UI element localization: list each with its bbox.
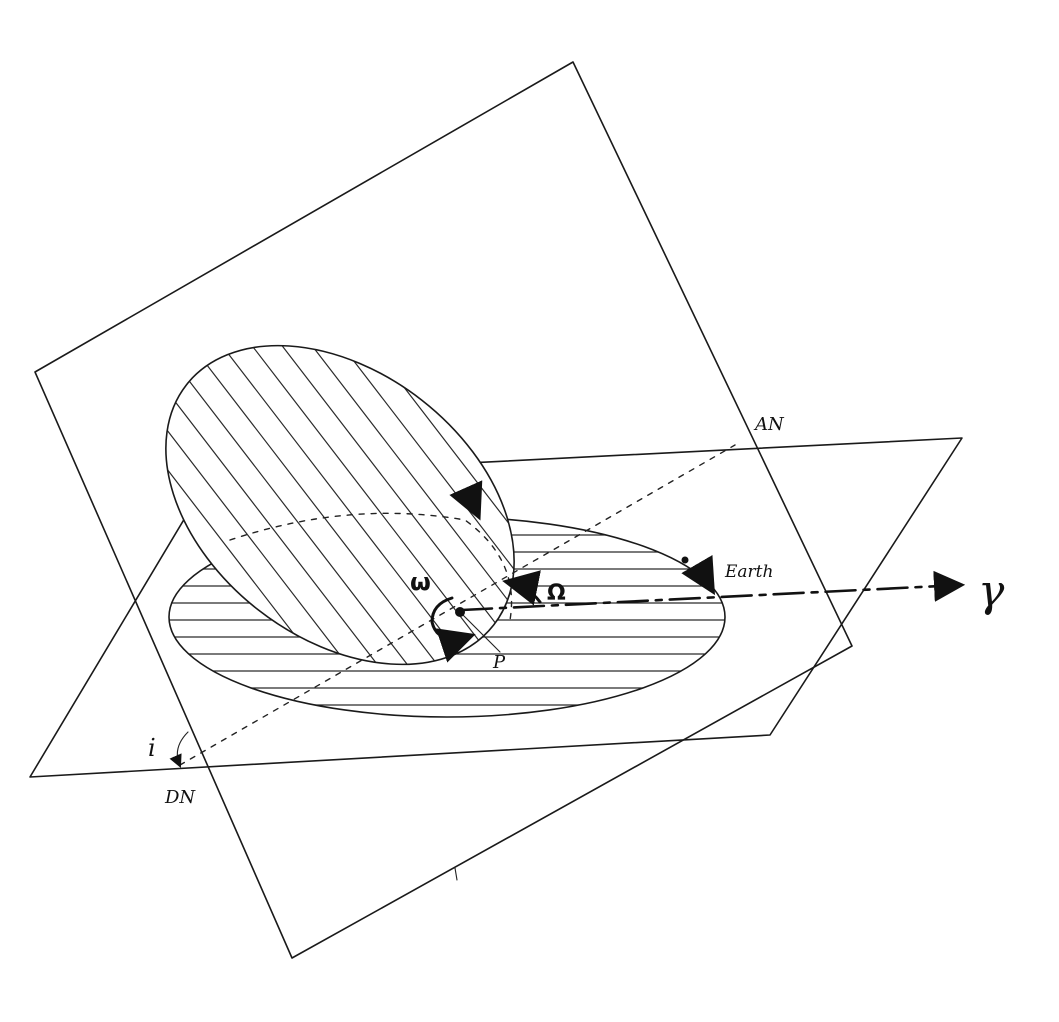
perihelion-argument-arc (430, 596, 476, 663)
earth-motion-arrow (681, 555, 716, 596)
perihelion-line (459, 611, 501, 653)
planet-orbit-ellipse (104, 329, 576, 721)
orbital-plane (34, 61, 853, 959)
inclination-label: i (148, 734, 156, 762)
earth-label: Earth (724, 562, 773, 582)
inclination-arc (169, 731, 189, 769)
scan-mark (454, 867, 458, 881)
sun-marker (455, 607, 465, 617)
earth-marker (681, 556, 689, 564)
longitude-of-node-label: Ω (547, 581, 566, 606)
node-longitude-arc (502, 570, 542, 606)
descending-node-label: DN (164, 787, 196, 808)
ecliptic-plane (29, 437, 963, 778)
vernal-equinox-label: γ (978, 566, 1005, 617)
planet-motion-arrow (449, 480, 483, 521)
planet-marker (462, 488, 470, 496)
argument-of-perihelion-label: ω (410, 568, 431, 596)
ascending-node-label: AN (753, 414, 785, 435)
vernal-equinox-direction (460, 570, 966, 612)
perihelion-label: P (492, 652, 506, 673)
